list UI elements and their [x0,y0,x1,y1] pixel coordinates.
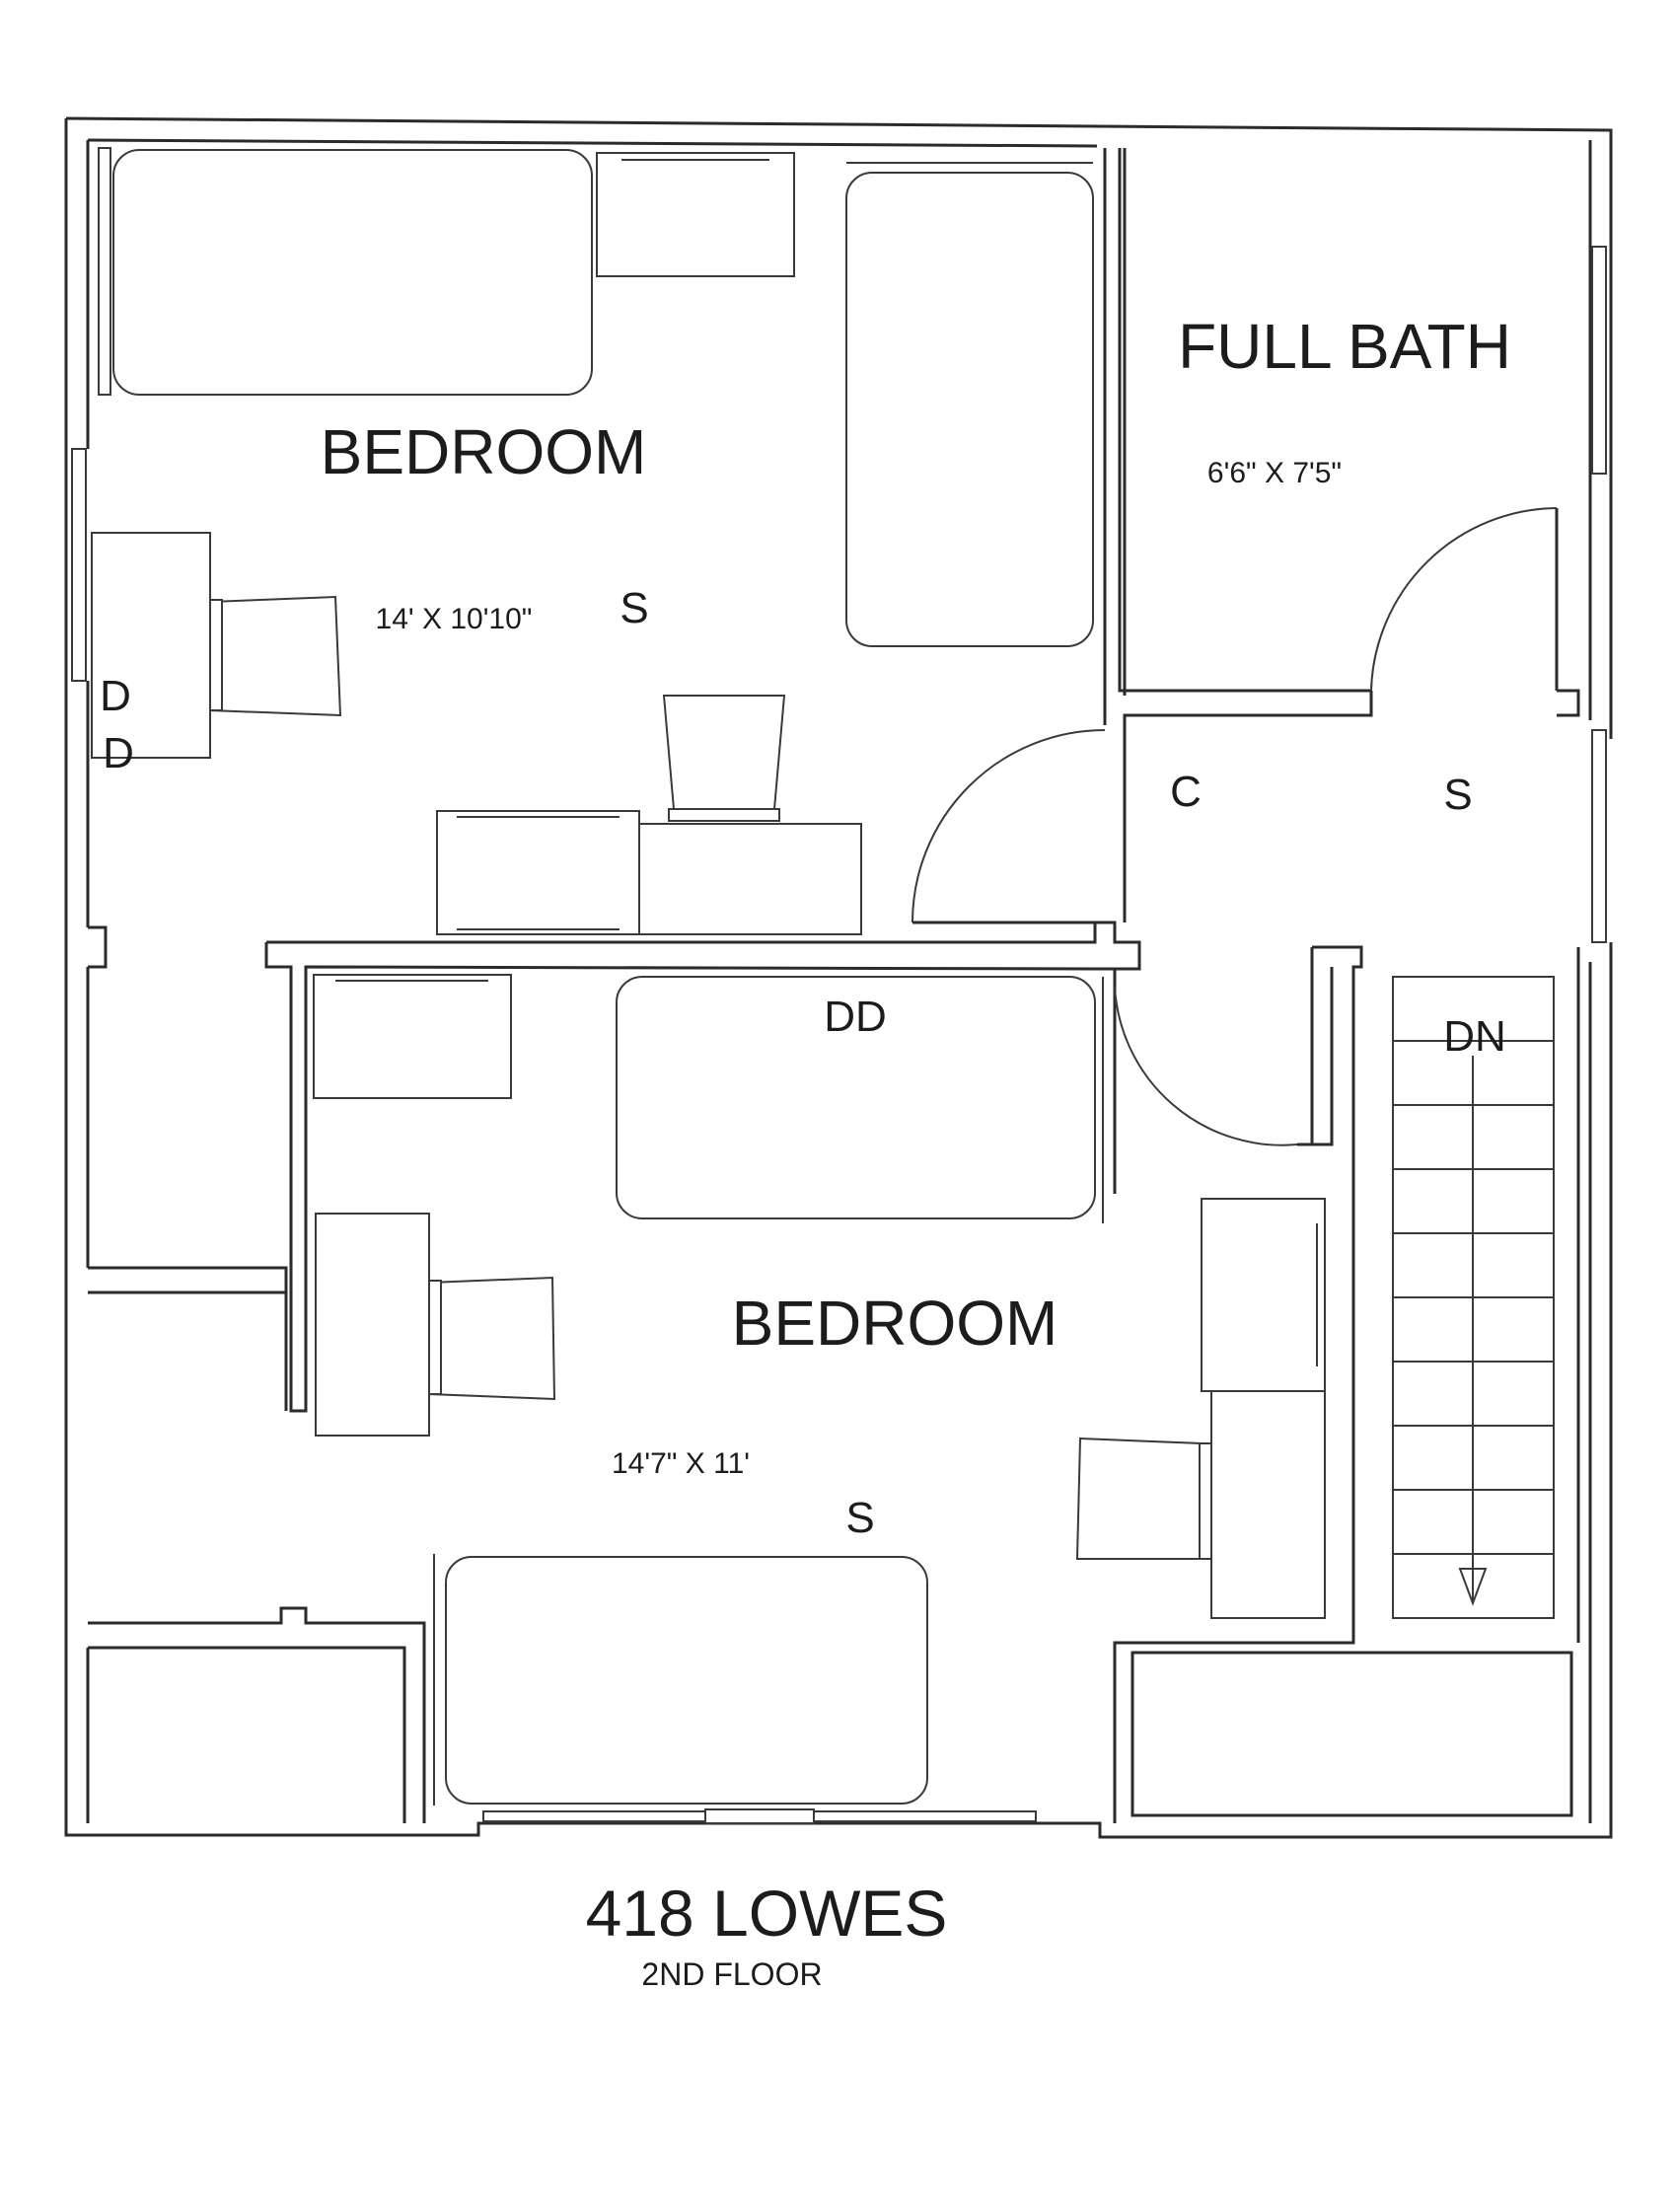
stairs [1392,976,1555,1619]
address-title: 418 LOWES [586,1877,948,1950]
chair-center [662,695,786,810]
bedroom-top-size: 14' X 10'10" [376,603,533,635]
hall-walls [1113,945,1580,1823]
dresser-top [596,152,795,277]
dresser-bottom-right [1201,1198,1326,1392]
bath-door-swing [1370,507,1558,692]
hall-door-swing [911,729,1106,923]
bedroom-bottom-label: BEDROOM [732,1288,1058,1359]
window-left-mid [71,448,87,682]
window-hall [1591,729,1607,943]
windows [71,147,1607,1824]
hall-storage-marker: S [1443,771,1472,819]
lower-right-closet [1130,1651,1573,1817]
bed-top-right [845,172,1094,647]
desk-center [638,823,862,935]
bathroom-walls [1118,148,1580,725]
chair-bottom-left [428,1276,556,1401]
desk-bottom-left [315,1213,430,1437]
bedroom-bottom-size: 14'7" X 11' [612,1447,750,1480]
bed-bottom-top [616,976,1096,1219]
dresser-center [436,810,640,935]
central-partition [264,148,1141,1413]
full-bath-size: 6'6" X 7'5" [1207,457,1342,489]
chair-bottom-right [1075,1437,1203,1560]
chair-left [209,595,342,717]
stair-arrow-icon [1458,1568,1488,1606]
bedroom-door-swing [1114,986,1298,1146]
double-door-marker: DD [824,993,887,1041]
dresser-bottom-left [313,974,512,1099]
floor-subtitle: 2ND FLOOR [641,1956,822,1992]
exterior-walls [64,116,1613,1839]
window-bath [1591,246,1607,475]
bedroom-top-marker: S [620,584,648,632]
window-top-left [98,147,111,396]
desk-bottom-right [1210,1390,1326,1619]
bed-bottom [445,1556,928,1805]
bedroom-top-label: BEDROOM [321,416,647,487]
left-wall-marker-2: D [103,729,134,777]
bed-top-left [112,149,593,396]
stairs-label: DN [1443,1012,1506,1061]
bedroom-bottom-marker: S [845,1494,874,1542]
left-closets [86,925,426,1823]
closet-marker: C [1170,768,1202,816]
window-bottom-center [704,1808,815,1824]
top-bedroom-furniture [91,149,1094,935]
left-wall-marker-1: D [100,672,131,720]
desk-left [91,532,211,759]
bottom-bedroom-furniture [313,974,1326,1806]
full-bath-label: FULL BATH [1178,311,1511,382]
